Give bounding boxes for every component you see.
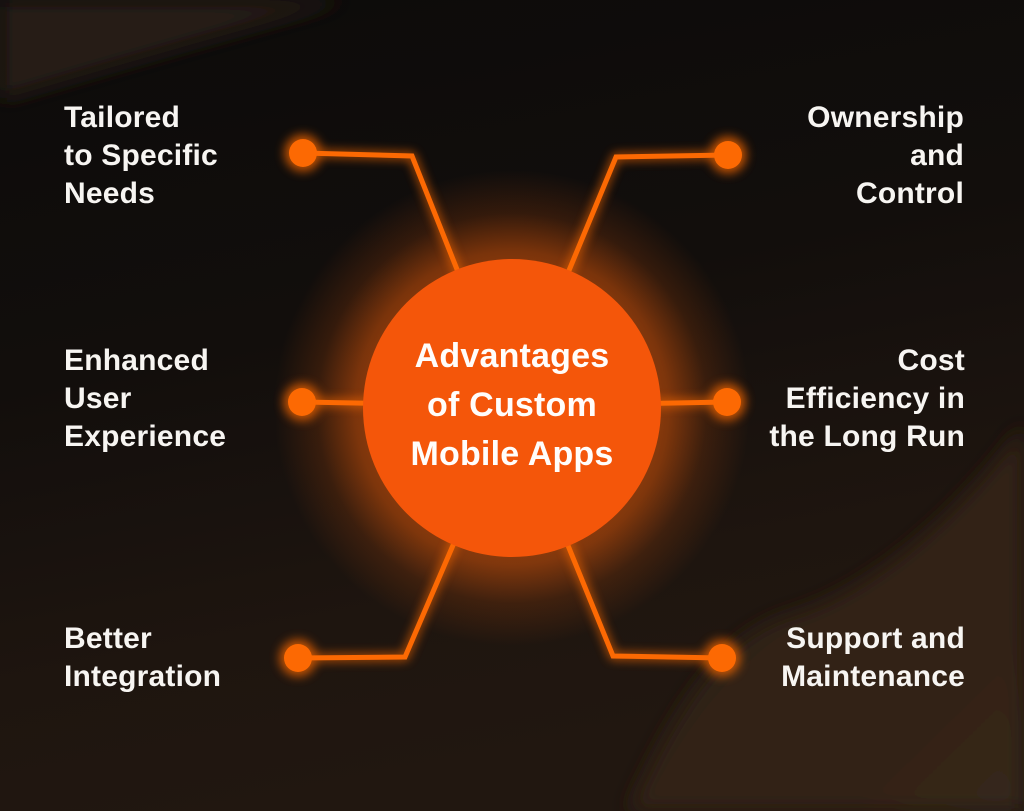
diagram-title: Advantages of Custom Mobile Apps — [410, 337, 614, 473]
connector-dot-top-right — [714, 141, 742, 169]
label-support-and-maintenance: Support and Maintenance — [781, 622, 965, 693]
central-hub-circle — [363, 259, 661, 557]
background-top-left-band — [0, 0, 350, 100]
connector-dot-middle-left — [288, 388, 316, 416]
connector-dot-top-left — [289, 139, 317, 167]
label-better-integration: Better Integration — [64, 622, 222, 693]
label-tailored-to-specific-needs: Tailored to Specific Needs — [64, 101, 218, 210]
label-ownership-and-control: Ownership and Control — [807, 101, 964, 210]
connector-dot-middle-right — [713, 388, 741, 416]
label-enhanced-user-experience: Enhanced User Experience — [64, 344, 227, 453]
background-bottom-right-wedge — [628, 425, 1024, 811]
connector-dot-bottom-right — [708, 644, 736, 672]
label-cost-efficiency-long-run: Cost Efficiency in the Long Run — [769, 344, 965, 453]
connector-dots — [284, 139, 742, 672]
connector-dot-bottom-left — [284, 644, 312, 672]
